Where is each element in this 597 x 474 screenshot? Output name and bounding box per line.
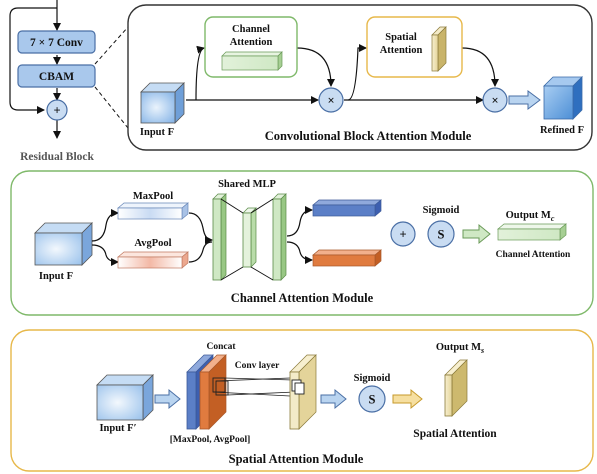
channel-add-node [390, 221, 416, 247]
spatial-input-label: Input F′ [99, 423, 136, 434]
spatial-output-map [444, 359, 468, 417]
cbam-output-label: Refined F [540, 125, 584, 136]
conv7x7-block [17, 30, 96, 54]
cbam-module-title: Convolutional Block Attention Module [265, 129, 472, 143]
channel-output-label: Output Mc [506, 210, 555, 223]
cbam-multiply-symbol-2: × [491, 94, 498, 108]
conv-output-map [289, 354, 317, 430]
maxpool-label: MaxPool [133, 191, 173, 202]
channel-input-label: Input F [39, 271, 73, 282]
maxpool-mlp-output-bar [312, 199, 382, 217]
shared-mlp [212, 193, 287, 281]
residual-add-node [46, 99, 68, 121]
cbam-multiply-node-1 [318, 87, 344, 113]
avgpool-bar [117, 251, 189, 269]
spatial-output-arrow [392, 388, 423, 410]
concat-label: Concat [206, 342, 236, 352]
cbam-module: Input F Channel Attention Spatial Attent… [127, 4, 593, 151]
cbam-output-arrow [508, 90, 541, 110]
pool-label: [MaxPool, AvgPool] [170, 435, 251, 445]
spatial-sigmoid-label: Sigmoid [354, 373, 391, 384]
spatial-conv-arrow [320, 388, 347, 410]
residual-add-symbol: + [53, 104, 60, 118]
cbam-spatial-attention-line2: Attention [380, 45, 423, 56]
spatial-result-label: Spatial Attention [413, 428, 497, 440]
channel-add-symbol: + [399, 228, 406, 242]
channel-attention-module: Input F MaxPool AvgPool Shared MLP [10, 170, 594, 316]
channel-result-label: Channel Attention [496, 250, 571, 260]
cbam-spatial-attention-bar [431, 26, 447, 72]
residual-block-caption: Residual Block [20, 151, 94, 163]
spatial-output-label: Output Ms [436, 342, 484, 355]
cbam-channel-attention-line1: Channel [232, 24, 270, 35]
cbam-label: CBAM [39, 71, 74, 83]
shared-mlp-label: Shared MLP [218, 179, 276, 190]
cbam-multiply-symbol-1: × [327, 94, 334, 108]
residual-block: 7 × 7 Conv CBAM + Residual Block [9, 0, 129, 163]
channel-output-arrow [462, 223, 491, 245]
cbam-input-label: Input F [140, 127, 174, 138]
channel-sigmoid-symbol: S [438, 228, 445, 242]
avgpool-mlp-output-bar [312, 249, 382, 267]
cbam-refined-cube [543, 76, 583, 120]
channel-sigmoid-label: Sigmoid [423, 205, 460, 216]
spatial-input-cube [96, 374, 154, 421]
maxpool-bar [117, 202, 189, 220]
conv-layer-label: Conv layer [235, 361, 280, 371]
channel-output-bar [497, 223, 567, 241]
cbam-channel-attention-line2: Attention [230, 37, 273, 48]
cbam-spatial-attention-line1: Spatial [385, 32, 417, 43]
spatial-module-title: Spatial Attention Module [229, 452, 364, 466]
cbam-multiply-node-2 [482, 87, 508, 113]
cbam-channel-attention-bar [221, 51, 283, 71]
channel-module-title: Channel Attention Module [231, 291, 374, 305]
channel-sigmoid-node [427, 220, 455, 248]
cbam-block [17, 64, 96, 88]
spatial-sigmoid-node [358, 385, 386, 413]
channel-input-cube [34, 222, 93, 266]
channel-output-subscript: c [551, 214, 555, 223]
avgpool-label: AvgPool [134, 238, 171, 249]
conv7x7-label: 7 × 7 Conv [30, 37, 83, 49]
spatial-input-arrow [154, 388, 181, 410]
spatial-output-subscript: s [480, 346, 484, 355]
spatial-sigmoid-symbol: S [369, 393, 376, 407]
spatial-attention-module: Input F′ Concat [MaxPool, AvgPool] Conv … [10, 329, 594, 472]
cbam-input-cube [140, 82, 185, 124]
